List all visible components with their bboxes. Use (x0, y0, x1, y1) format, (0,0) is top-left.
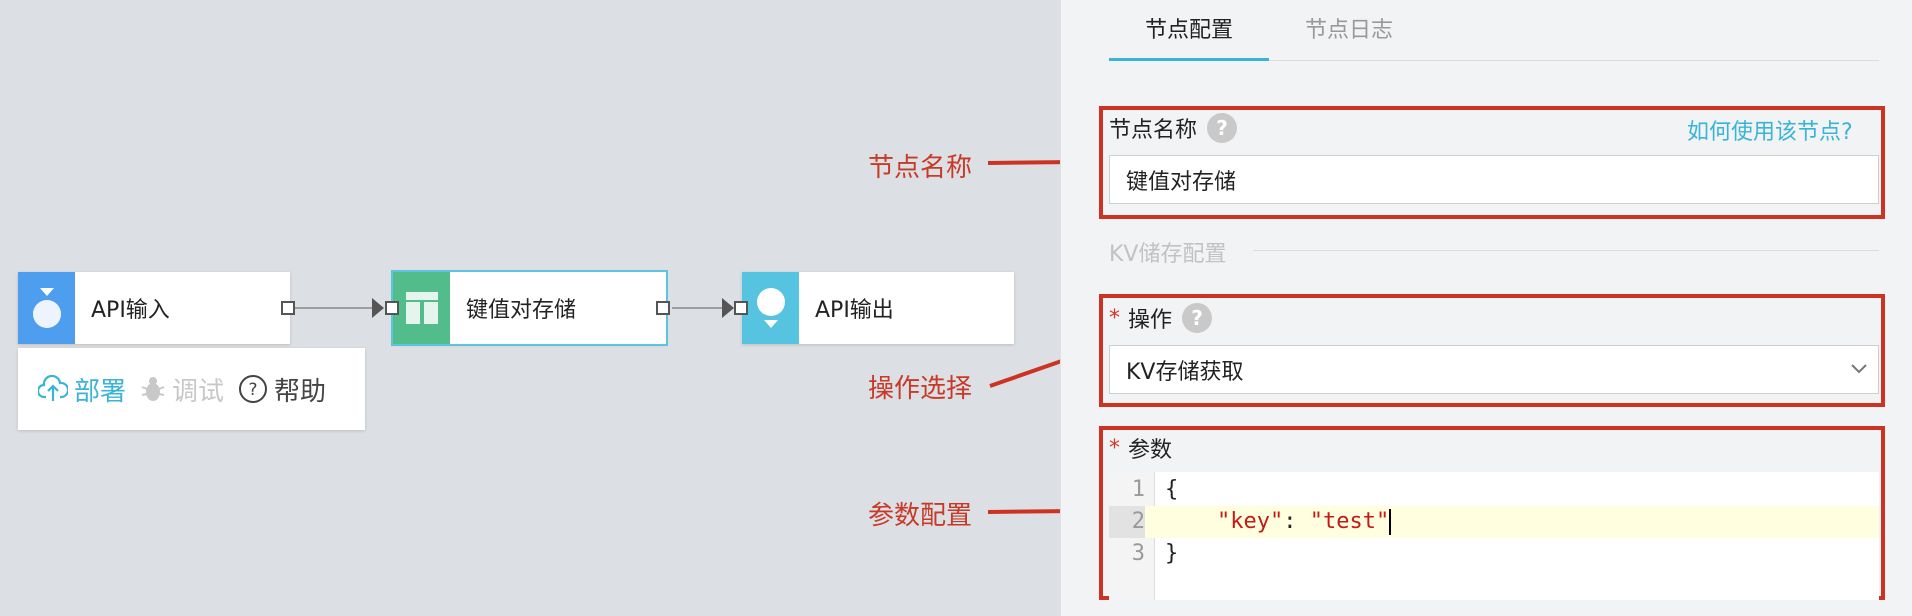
operation-label-row: * 操作 ? (1109, 302, 1213, 334)
node-api-output[interactable]: API输出 (734, 272, 1014, 344)
operation-select[interactable]: KV存储获取 (1109, 345, 1879, 394)
help-button[interactable]: ? 帮助 (238, 371, 326, 408)
bug-icon (141, 377, 165, 401)
annotation-node-name: 节点名称 (868, 153, 973, 183)
node-label: API输入 (91, 298, 170, 323)
annotation-params: 参数配置 (868, 501, 973, 531)
operation-selected-value: KV存储获取 (1126, 359, 1244, 385)
line-number: 1 (1131, 477, 1145, 502)
line-number: 3 (1131, 541, 1145, 566)
node-config-panel: 节点配置 节点日志 节点名称 ? 如何使用该节点? 键值对存储 KV储存配置 *… (1060, 0, 1912, 616)
tab-node-log[interactable]: 节点日志 (1304, 18, 1393, 43)
line-number: 2 (1109, 506, 1145, 538)
section-title: KV储存配置 (1109, 242, 1227, 267)
highlight-node-name (1099, 106, 1885, 219)
annotation-operation: 操作选择 (868, 374, 973, 404)
flow-connections (295, 298, 734, 318)
api-input-icon (18, 272, 75, 344)
code-text: } (1165, 541, 1179, 566)
required-marker: * (1109, 435, 1120, 461)
panel-tabs: 节点配置 节点日志 (1109, 0, 1879, 61)
json-key: "key" (1217, 509, 1284, 534)
node-label: 键值对存储 (466, 298, 577, 323)
node-api-input[interactable]: API输入 (18, 272, 295, 344)
kv-store-icon (393, 272, 450, 344)
help-label: 帮助 (274, 376, 327, 407)
code-line: 3 } (1109, 538, 1879, 570)
edge-arrow-1 (372, 298, 384, 318)
json-value: "test" (1309, 509, 1390, 534)
code-text: { (1165, 477, 1179, 502)
params-label: 参数 (1128, 438, 1173, 463)
help-tooltip-icon[interactable]: ? (1207, 113, 1238, 143)
flow-canvas[interactable]: API输入 键值对存储 API输出 (0, 0, 1060, 616)
how-to-use-link[interactable]: 如何使用该节点? (1687, 120, 1853, 145)
deploy-label: 部署 (74, 376, 127, 407)
code-line-active: 2 "key": "test" (1109, 506, 1879, 538)
node-name-input[interactable]: 键值对存储 (1109, 155, 1879, 204)
debug-button[interactable]: 调试 (140, 371, 224, 408)
question-circle-icon: ? (239, 375, 268, 403)
code-line: 1 { (1109, 474, 1879, 506)
code-text: "key": "test" (1217, 506, 1392, 538)
chevron-down-icon (1851, 364, 1867, 374)
highlight-operation (1099, 294, 1885, 407)
node-kv-store[interactable]: 键值对存储 (385, 270, 670, 346)
cloud-upload-icon (38, 375, 68, 401)
required-marker: * (1109, 305, 1120, 331)
output-port[interactable] (281, 301, 295, 315)
output-port[interactable] (656, 301, 670, 315)
debug-label: 调试 (172, 376, 225, 407)
input-port[interactable] (734, 301, 748, 315)
api-output-icon (742, 272, 799, 344)
svg-text:?: ? (249, 380, 258, 400)
input-port[interactable] (385, 301, 399, 315)
json-separator: : (1283, 509, 1310, 534)
params-label-row: * 参数 (1109, 432, 1172, 464)
node-name-label-row: 节点名称 ? (1109, 112, 1238, 144)
node-name-label: 节点名称 (1109, 118, 1198, 143)
params-code-editor[interactable]: 1 { 2 "key": "test" 3 } (1109, 472, 1879, 600)
edge-arrow-2 (722, 298, 734, 318)
text-cursor (1389, 509, 1392, 535)
operation-label: 操作 (1128, 308, 1173, 333)
node-label: API输出 (815, 298, 894, 323)
tab-node-config[interactable]: 节点配置 (1109, 12, 1269, 61)
node-toolbar: 部署 调试 ? 帮助 (18, 348, 365, 430)
section-divider (1253, 250, 1879, 251)
deploy-button[interactable]: 部署 (38, 371, 126, 408)
help-tooltip-icon[interactable]: ? (1182, 303, 1213, 333)
